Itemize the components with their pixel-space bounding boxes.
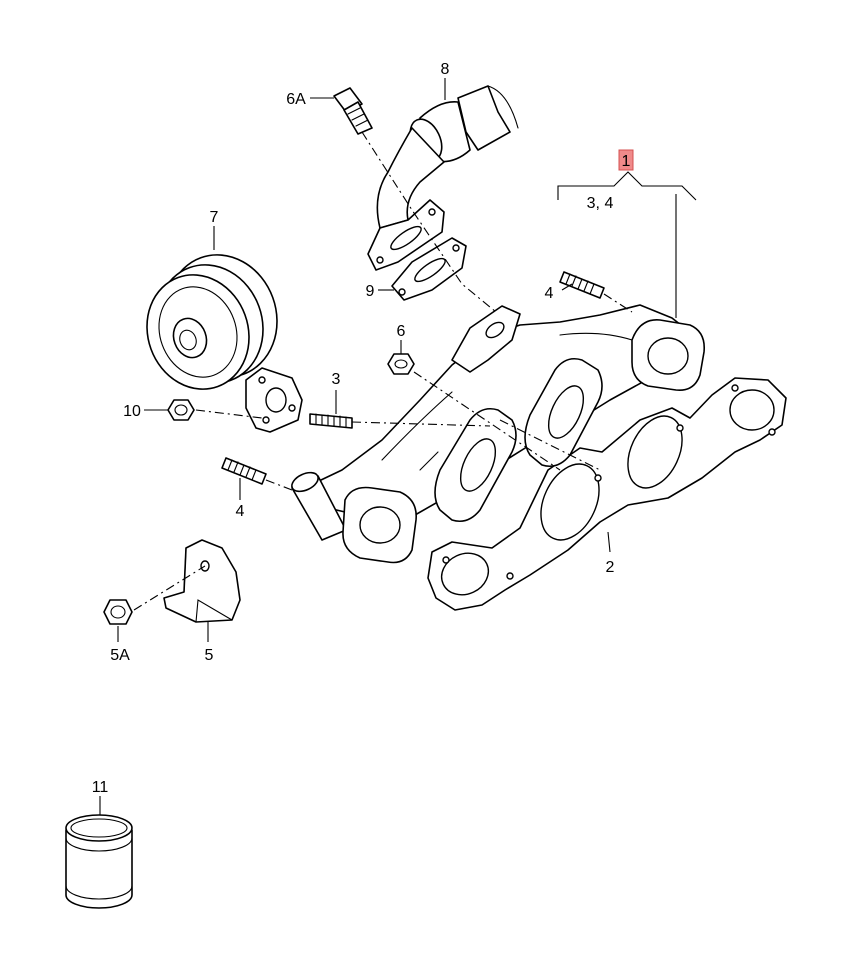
bracket-part-5[interactable] [163, 539, 241, 623]
label-part-5a[interactable]: 5A [110, 647, 130, 664]
leader-lines [99, 78, 697, 815]
manifold-gasket-part-2[interactable] [427, 377, 787, 611]
hose-part-8[interactable] [367, 85, 519, 271]
part-labels: 1 3, 4 2 3 4 4 5 5A 6 6A 7 8 9 10 11 [92, 61, 634, 796]
label-part-8[interactable]: 8 [441, 61, 450, 78]
label-part-4-upper[interactable]: 4 [545, 285, 554, 302]
assembly-center-lines [133, 131, 633, 611]
stud-part-4-lower[interactable] [221, 457, 267, 485]
label-part-3[interactable]: 3 [332, 371, 341, 388]
label-part-3-4[interactable]: 3, 4 [587, 195, 614, 212]
label-part-1[interactable]: 1 [622, 153, 631, 170]
exhaust-manifold-part-1[interactable] [289, 304, 706, 564]
part-1-highlight [618, 149, 634, 171]
label-part-7[interactable]: 7 [210, 209, 219, 226]
label-part-6[interactable]: 6 [397, 323, 406, 340]
nut-part-6[interactable] [387, 353, 415, 375]
label-part-5[interactable]: 5 [205, 647, 214, 664]
bolt-part-6a[interactable] [333, 87, 373, 135]
sleeve-part-11[interactable] [65, 814, 133, 909]
label-part-11[interactable]: 11 [92, 779, 109, 796]
label-part-2[interactable]: 2 [606, 559, 615, 576]
stud-part-4-upper[interactable] [559, 271, 605, 299]
nut-part-10[interactable] [167, 399, 195, 421]
stud-part-3[interactable] [309, 413, 353, 429]
nut-part-5a[interactable] [103, 599, 133, 625]
label-part-4-lower[interactable]: 4 [236, 503, 245, 520]
label-part-6a[interactable]: 6A [286, 91, 306, 108]
label-part-10[interactable]: 10 [123, 403, 141, 420]
pulley-part-7[interactable] [131, 239, 303, 433]
label-part-9[interactable]: 9 [366, 283, 375, 300]
flange-gasket-part-9[interactable] [391, 237, 467, 301]
